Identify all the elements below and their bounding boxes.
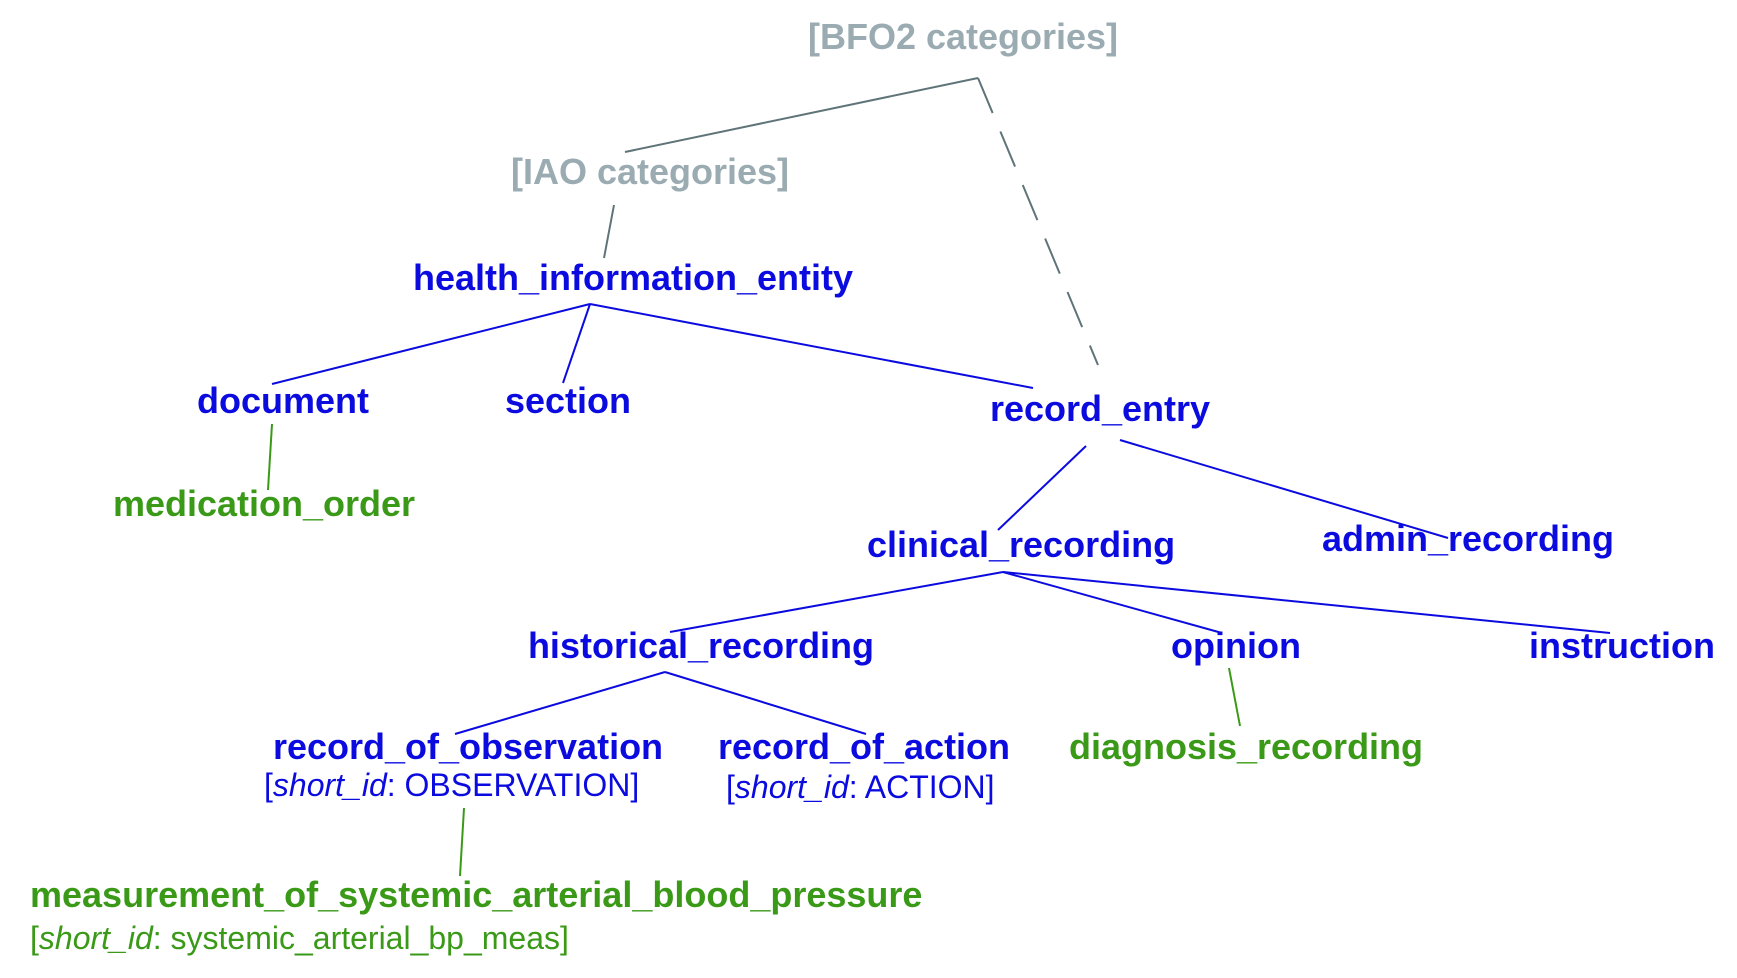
edge-record-entry-clinical-recording	[997, 445, 1087, 531]
edge-hie-section	[562, 303, 591, 384]
edge-clinical-instruction	[1002, 571, 1611, 634]
short-id-key: short_id	[734, 769, 849, 805]
node-clinical-recording: clinical_recording	[866, 524, 1176, 565]
node-admin-recording: admin_recording	[1321, 518, 1615, 559]
node-record-of-action: record_of_action	[717, 726, 1011, 767]
edge-hie-document	[271, 303, 591, 385]
node-instruction: instruction	[1529, 625, 1715, 666]
short-id-measurement: [short_id: systemic_arterial_bp_meas]	[30, 920, 569, 956]
short-id-value: OBSERVATION	[404, 767, 631, 803]
edge-historical-record-of-observation	[454, 671, 666, 735]
node-health-information-entity: health_information_entity	[412, 257, 854, 298]
edge-historical-record-of-action	[664, 671, 867, 735]
node-opinion: opinion	[1171, 625, 1301, 666]
edge-clinical-opinion	[1002, 571, 1223, 634]
short-id-action: [short_id: ACTION]	[726, 769, 995, 805]
short-id-observation: [short_id: OBSERVATION]	[264, 767, 640, 803]
edge-observation-measurement	[459, 807, 465, 877]
edge-iao-health-information-entity	[603, 204, 615, 259]
node-medication-order: medication_order	[112, 483, 416, 524]
node-section: section	[504, 380, 632, 421]
short-id-value: ACTION	[864, 769, 986, 805]
edge-bfo2-record-entry	[977, 77, 1099, 366]
node-historical-recording: historical_recording	[527, 625, 875, 666]
edge-hie-record-entry	[589, 303, 1034, 389]
short-id-value: systemic_arterial_bp_meas	[170, 920, 561, 956]
node-record-entry: record_entry	[989, 388, 1211, 429]
node-record-of-observation: record_of_observation	[272, 726, 664, 767]
node-iao-categories: [IAO categories]	[510, 151, 790, 192]
edge-bfo2-iao	[624, 77, 979, 153]
node-diagnosis-recording: diagnosis_recording	[1068, 726, 1424, 767]
edge-opinion-diagnosis-recording	[1228, 667, 1241, 727]
node-bfo2-categories: [BFO2 categories]	[807, 16, 1119, 57]
edge-clinical-historical-recording	[669, 571, 1004, 633]
edge-record-entry-admin-recording	[1119, 439, 1449, 539]
node-document: document	[196, 380, 370, 421]
short-id-key: short_id	[38, 920, 153, 956]
short-id-key: short_id	[272, 767, 387, 803]
edge-document-medication-order	[267, 423, 273, 491]
node-measurement-of-systemic-arterial-blood-pressure: measurement_of_systemic_arterial_blood_p…	[30, 874, 923, 915]
